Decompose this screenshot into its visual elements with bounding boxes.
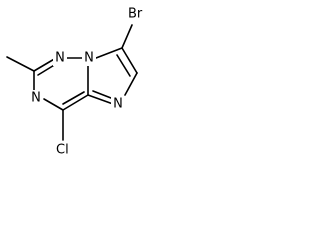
atom-label-n-ring-top: N: [55, 51, 65, 66]
atom-label-n-imidazole: N: [113, 97, 123, 112]
atom-label-br: Br: [128, 7, 143, 22]
bond-c7-br: [121, 24, 133, 49]
bond-n5-c8a: [87, 94, 114, 105]
bond-c2-n1: [33, 57, 57, 72]
chemical-structure-diagram: Br N N N N Cl: [6, 5, 152, 159]
bond-c8a-c4-double: [62, 91, 85, 105]
bond-c4-n3: [43, 98, 64, 111]
bond-n8-c7: [95, 47, 123, 59]
bonds: [6, 24, 138, 141]
atom-label-n-bridge: N: [84, 51, 94, 66]
bond-c8a-c4: [62, 94, 89, 111]
bond-c6-n5: [124, 72, 138, 96]
bond-methyl-c2: [6, 56, 35, 72]
bond-c7-c6: [121, 47, 138, 74]
atom-label-cl: Cl: [56, 143, 69, 158]
bond-n5-c8a-double: [92, 90, 112, 99]
atom-label-n-ring-bottom: N: [31, 91, 41, 106]
bond-c7-c6-double: [116, 54, 131, 77]
atom-labels: Br N N N N Cl: [29, 5, 152, 159]
